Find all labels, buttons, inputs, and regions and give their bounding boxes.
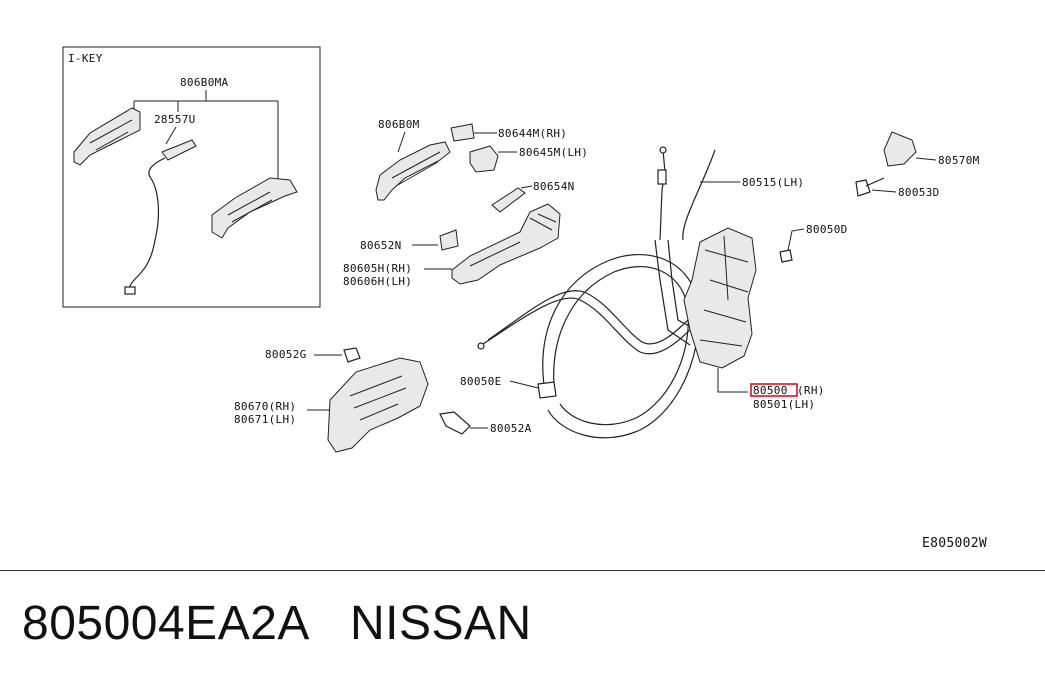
striker-80570m	[883, 131, 917, 167]
bolt-80053d	[855, 177, 885, 197]
ikey-inset-frame	[62, 46, 321, 308]
label-80052G: 80052G	[265, 348, 307, 361]
clip-80652n	[439, 229, 459, 251]
lock-knob-cable	[682, 149, 716, 241]
label-806B0M: 806B0M	[378, 118, 420, 131]
key-cylinder-80645m	[469, 145, 499, 173]
brand-name: NISSAN	[350, 597, 532, 650]
label-80671: 80671(LH)	[234, 413, 296, 426]
clip-80050e	[537, 381, 557, 399]
label-80644M: 80644M(RH)	[498, 127, 567, 140]
label-80606H: 80606H(LH)	[343, 275, 412, 288]
ikey-inset-title: I-KEY	[68, 52, 103, 65]
label-80053D: 80053D	[898, 186, 940, 199]
door-lock-actuator	[683, 227, 757, 369]
label-80050D: 80050D	[806, 223, 848, 236]
inset-door-handle-rear	[211, 177, 298, 239]
label-28557U: 28557U	[154, 113, 196, 126]
label-80670: 80670(RH)	[234, 400, 296, 413]
label-80605H: 80605H(RH)	[343, 262, 412, 275]
inset-sensor-wire	[128, 157, 166, 293]
label-80515: 80515(LH)	[742, 176, 804, 189]
gasket-80654n	[491, 187, 526, 213]
label-80050E: 80050E	[460, 375, 502, 388]
footer-divider	[0, 570, 1045, 571]
inside-handle-cable-b	[479, 297, 701, 355]
screw-80050d	[779, 249, 793, 263]
label-80501: 80501(LH)	[753, 398, 815, 411]
lock-rod	[659, 149, 666, 241]
diagram-code: E805002W	[922, 536, 987, 551]
inside-door-handle	[327, 357, 429, 453]
label-80645M: 80645M(LH)	[519, 146, 588, 159]
nut-80052g	[343, 347, 361, 363]
outside-door-handle	[375, 141, 451, 201]
inset-sensor-28557u	[161, 139, 197, 161]
label-80500-code: 80500	[753, 384, 788, 397]
callout-80500-highlight	[750, 383, 798, 397]
handle-bracket	[451, 203, 561, 285]
bolt-80052a	[439, 411, 471, 435]
label-80500-side: (RH)	[797, 384, 825, 397]
label-80654N: 80654N	[533, 180, 575, 193]
part-number: 805004EA2A	[22, 597, 310, 650]
inside-handle-cable-a	[542, 253, 700, 439]
parts-diagram: I-KEY 806B0MA 28557U 806B0M 80644M(RH) 8…	[62, 46, 987, 551]
label-806B0MA: 806B0MA	[180, 76, 229, 89]
label-80570M: 80570M	[938, 154, 980, 167]
inset-door-handle-front	[73, 107, 141, 166]
label-80052A: 80052A	[490, 422, 532, 435]
label-80652N: 80652N	[360, 239, 402, 252]
handle-escutcheon-80644m	[450, 123, 475, 142]
